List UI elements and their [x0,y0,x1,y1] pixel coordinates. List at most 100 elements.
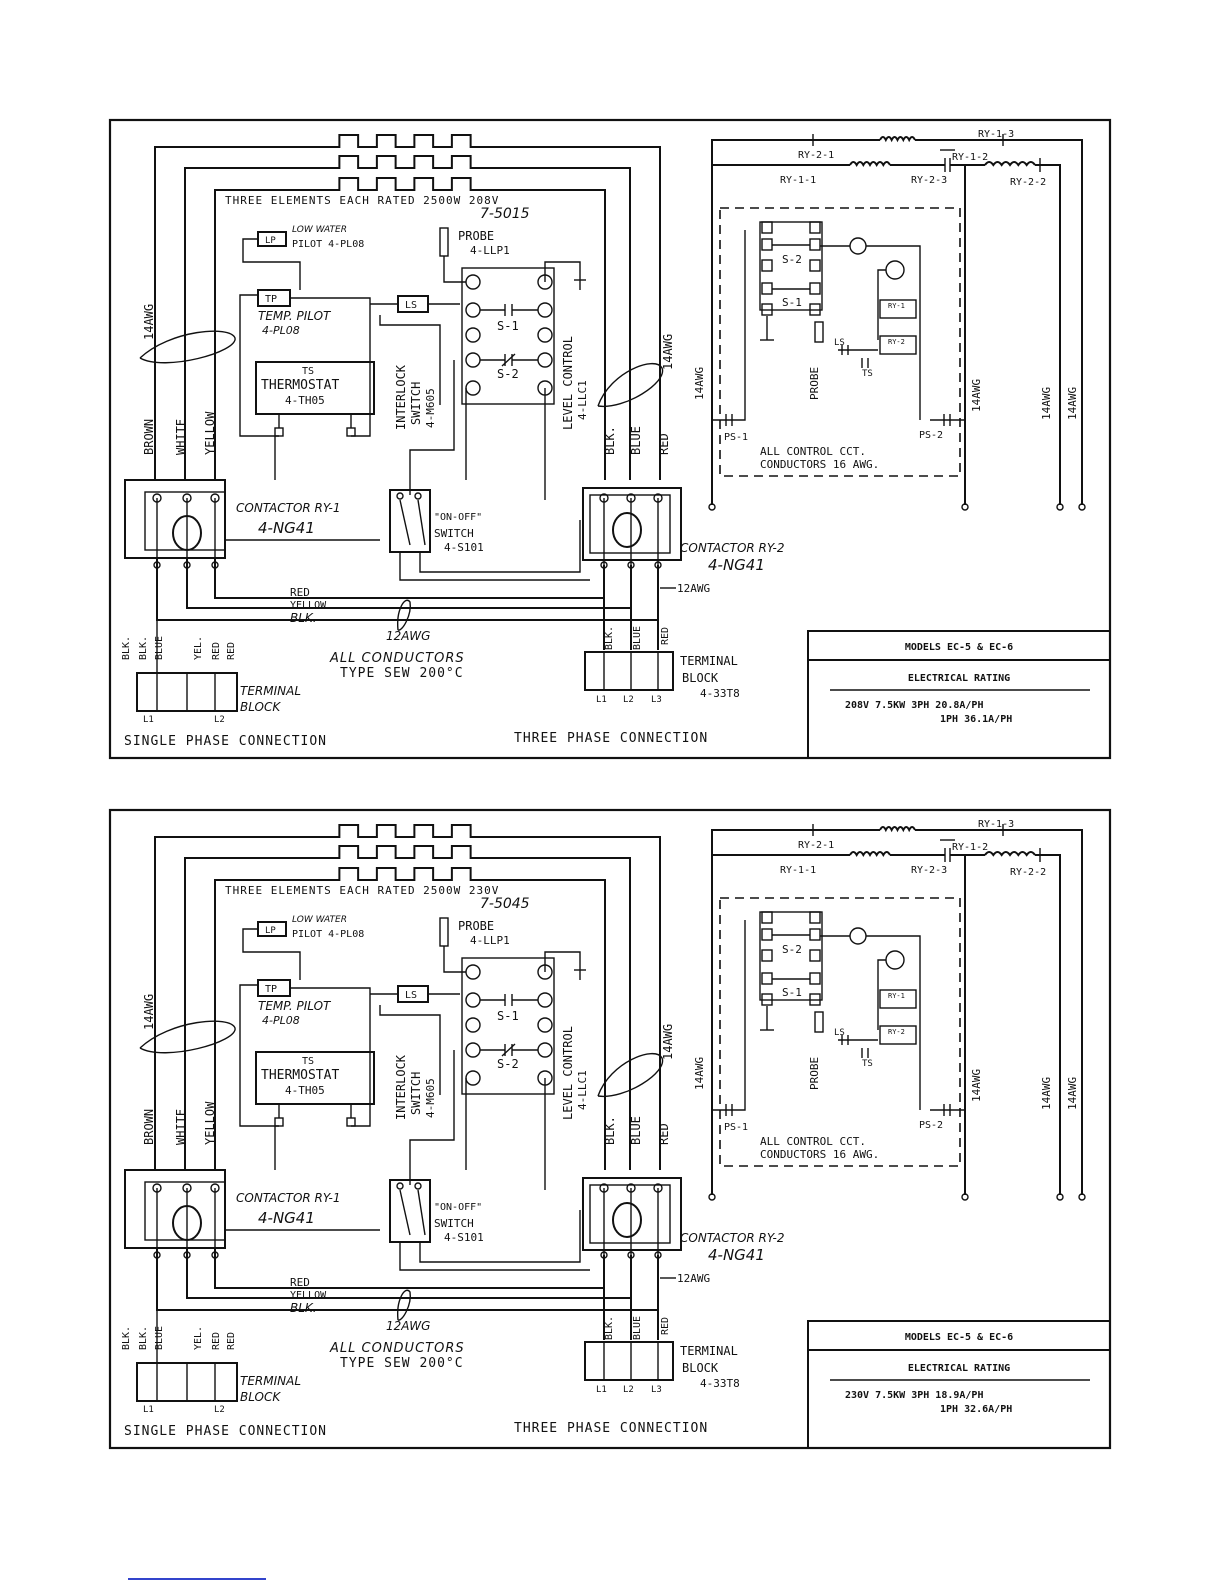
ctrl-awg14-2: 14AWG [970,379,983,412]
control-note-1: ALL CONTROL CCT. [760,1135,866,1148]
wire [379,1005,441,1095]
ctrl-ls-label: LS [834,338,845,348]
control-terminal-3 [1056,503,1064,511]
ctrl-s2-label: S-2 [782,253,802,266]
relay-terminal-3 [761,238,773,251]
ps1-label: PS-1 [724,432,748,443]
relay-module [759,221,823,311]
tb3-l3: L3 [651,1385,662,1395]
elements-part-number: 7-5015 [480,206,530,222]
feeder-yellow-label: YELLOW [290,600,327,611]
wire [399,552,590,581]
tb3-red-label: RED [660,627,671,645]
ts-label: TS [302,1056,314,1067]
ctrl-s2-label: S-2 [782,943,802,956]
switch-onoff-label: "ON-OFF" [434,512,482,523]
interlock-label: INTERLOCK [394,364,408,430]
probe-symbol [439,227,449,257]
tb3-l2: L2 [623,1385,634,1395]
white-wire-label: WHITE [174,1109,188,1145]
ry2-coil-box [879,1025,917,1045]
panel-frame [108,118,1112,760]
contactor-ry2-part: 4-NG41 [708,1246,765,1264]
level-control-label: LEVEL CONTROL [561,336,575,430]
wire [480,189,606,480]
relay-terminal-10 [809,993,821,1006]
diagram-panel-1: THREE ELEMENTS EACH RATED 2500W 208V7-50… [108,118,1112,760]
thermostat-box [255,1051,375,1105]
switch-onoff-label: "ON-OFF" [434,1202,482,1213]
wire [239,1120,279,1127]
contactor-ry2-box [582,1177,682,1251]
probe-label: PROBE [458,229,494,243]
feeder-red-label: RED [290,586,310,599]
tb1-block-label: BLOCK [240,1390,281,1404]
wire [711,139,815,505]
wire [712,230,746,421]
tb1-label-6: RED [226,642,237,660]
relay-terminal-1 [761,221,773,234]
thermostat-terminal-1 [274,427,284,437]
yellow-feeder [186,558,631,609]
contactor-ry2-inner [589,1184,671,1244]
all-conductors-label: ALL CONDUCTORS [329,651,465,666]
lp-indicator [849,927,867,945]
ry22-label: RY-2-2 [1010,177,1046,188]
tb1-l2: L2 [214,715,225,725]
tb3-block-label: BLOCK [682,671,719,685]
s2-label: S-2 [497,367,519,381]
elements-rating-label: THREE ELEMENTS EACH RATED 2500W 208V [225,194,499,207]
ls-label: LS [405,990,417,1001]
wire [399,1242,590,1271]
heater-element-2 [330,155,480,169]
relay-terminal-2 [809,911,821,924]
wire [480,836,661,1170]
rating-line-2: 1PH 36.1A/PH [940,714,1012,725]
wire [866,935,921,1110]
wire [480,857,631,1170]
contactor-ry1-part: 4-NG41 [258,519,315,537]
tb1-label-3: BLUE [154,636,165,660]
wire [915,829,1083,1195]
tb1-terminal-label: TERMINAL [240,684,301,698]
coil-ry11 [849,851,891,858]
switch-pin-1 [396,1182,404,1190]
tb3-blk-label: BLK. [604,626,615,650]
wire [915,139,1083,505]
wire [711,829,815,1195]
ts-label: TS [302,366,314,377]
control-box-dashed [719,207,961,477]
ry23-label: RY-2-3 [911,865,947,876]
relay-terminal-5 [761,949,773,962]
wire [290,297,371,430]
control-terminal-4 [1078,1193,1086,1201]
terminal-3 [537,352,553,368]
switch-pin-1 [396,492,404,500]
coil-ry22 [984,161,1036,167]
interlock-label: INTERLOCK [394,1054,408,1120]
switch-pin-2 [414,1182,422,1190]
switch-label: SWITCH [434,1217,474,1230]
tp-label: TP [265,294,277,305]
ctrl-awg14-4: 14AWG [1066,1077,1079,1110]
ry12-label: RY-1-2 [952,842,988,853]
wire [379,315,441,405]
tb1-label-6: RED [226,1332,237,1350]
terminal-8 [465,992,481,1008]
level-control-box [461,267,555,405]
low-water-pilot-part: PILOT 4-PL08 [292,929,364,940]
blue-wire-label: BLUE [629,1116,643,1145]
temp-pilot-label: TEMP. PILOT [258,999,332,1013]
wire [480,146,661,480]
control-box-dashed [719,897,961,1167]
relay-terminal-7 [761,972,773,985]
probe-part-number: 4-LLP1 [470,934,510,947]
interlock-part: 4-M605 [424,1078,437,1118]
control-terminal-3 [1056,1193,1064,1201]
relay-terminal-8 [809,972,821,985]
control-terminal-1 [708,503,716,511]
ctrl-ts-label: TS [862,1059,873,1069]
